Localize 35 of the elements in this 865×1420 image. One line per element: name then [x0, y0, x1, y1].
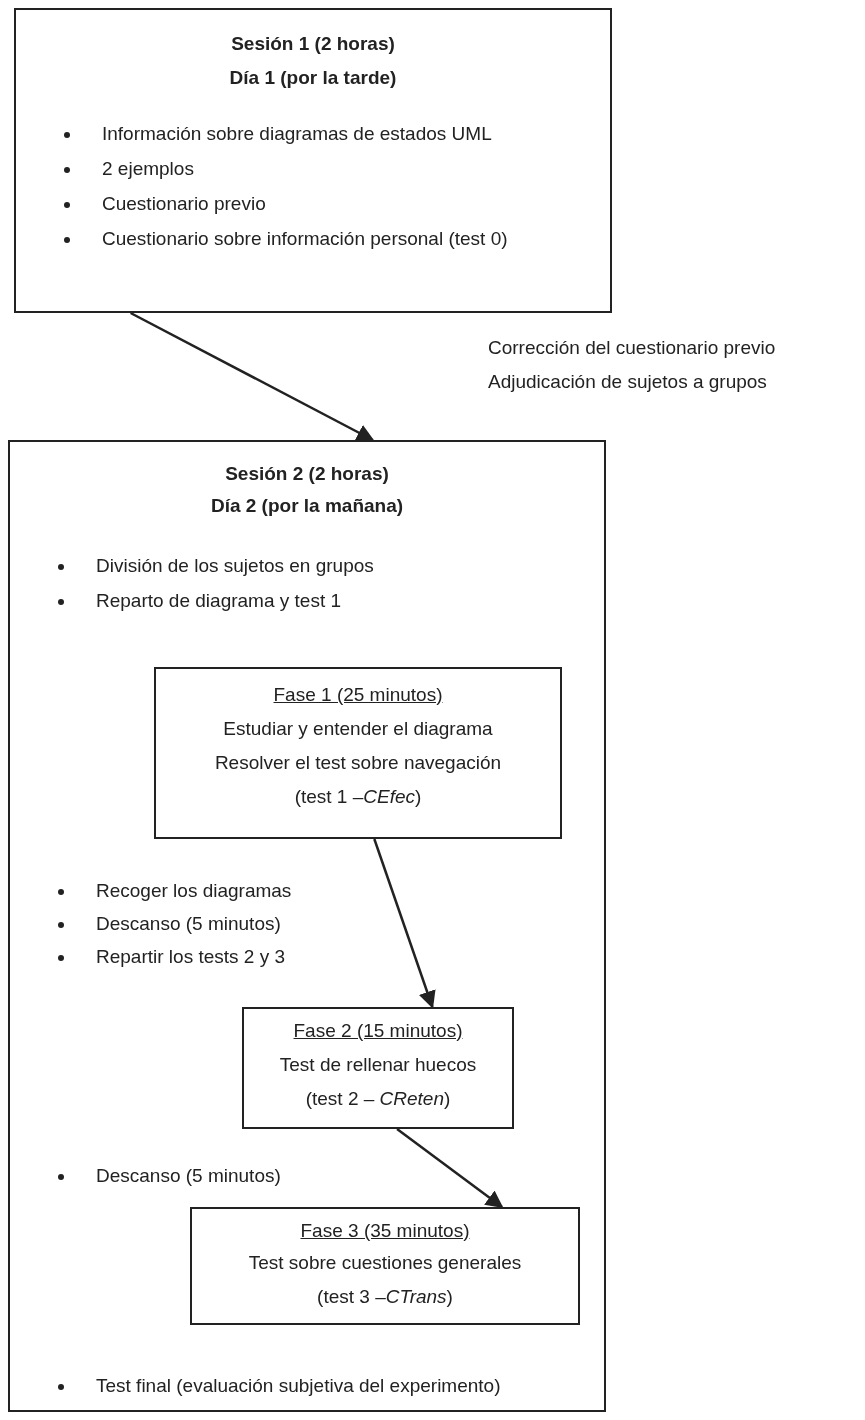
phase-heading: Fase 3 (35 minutos) — [299, 1219, 471, 1243]
bullet-item: División de los sujetos en grupos — [58, 554, 374, 578]
arrow — [373, 838, 436, 1009]
bullet-item: Repartir los tests 2 y 3 — [58, 945, 286, 969]
session-box — [8, 440, 606, 1412]
phase-text: Estudiar y entender el diagrama — [222, 717, 494, 741]
phase-box — [154, 667, 562, 839]
session-box — [14, 8, 612, 313]
box-heading: Día 2 (por la mañana) — [209, 494, 405, 518]
phase-text: Test de rellenar huecos — [278, 1053, 478, 1077]
phase-heading: Fase 1 (25 minutos) — [272, 683, 444, 707]
arrow — [396, 1128, 504, 1209]
bullet-item: Descanso (5 minutos) — [58, 912, 281, 936]
phase-box — [242, 1007, 514, 1129]
note-text: Adjudicación de sujetos a grupos — [488, 370, 767, 394]
note-text: Corrección del cuestionario previo — [488, 336, 776, 360]
bullet-item: Descanso (5 minutos) — [58, 1164, 281, 1188]
phase-heading: Fase 2 (15 minutos) — [292, 1019, 464, 1043]
bullet-item: 2 ejemplos — [64, 157, 194, 181]
bullet-item: Test final (evaluación subjetiva del experimento) — [58, 1374, 501, 1398]
bullet-item: Información sobre diagramas de estados UML — [64, 122, 492, 146]
bullet-item: Cuestionario previo — [64, 192, 266, 216]
phase-text: (test 3 –CTrans) — [316, 1285, 454, 1309]
box-heading: Sesión 2 (2 horas) — [224, 462, 390, 486]
box-heading: Sesión 1 (2 horas) — [230, 32, 396, 56]
phase-text: Resolver el test sobre navegación — [213, 751, 503, 775]
box-heading: Día 1 (por la tarde) — [228, 66, 398, 90]
bullet-item: Recoger los diagramas — [58, 879, 292, 903]
bullet-item: Reparto de diagrama y test 1 — [58, 589, 342, 613]
phase-text: (test 1 –CEfec) — [293, 785, 423, 809]
phase-box — [190, 1207, 580, 1325]
bullet-item: Cuestionario sobre información personal (test 0) — [64, 227, 508, 251]
arrow — [130, 311, 375, 442]
phase-text: (test 2 – CReten) — [304, 1087, 452, 1111]
phase-text: Test sobre cuestiones generales — [247, 1251, 523, 1275]
